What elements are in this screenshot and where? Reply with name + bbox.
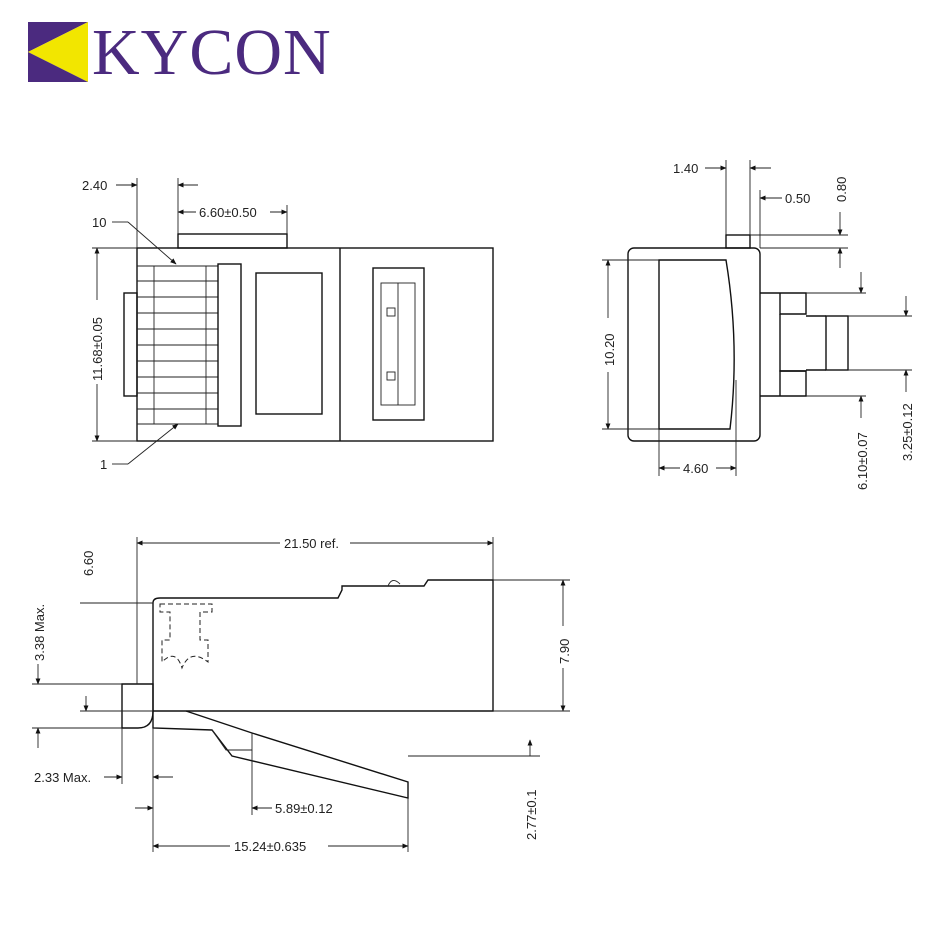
side-view: 21.50 ref. 6.60 3.38 Max. 7.90 2.33 Max.… <box>32 536 572 854</box>
end-dim-6-10: 6.10±0.07 <box>855 432 870 490</box>
side-dim-2-33: 2.33 Max. <box>34 770 91 785</box>
front-dim-6-60: 6.60±0.50 <box>199 205 257 220</box>
end-dim-3-25: 3.25±0.12 <box>900 403 915 461</box>
contact-slots <box>137 265 218 425</box>
side-dim-15-24: 15.24±0.635 <box>234 839 306 854</box>
pin-label-1: 1 <box>100 457 107 472</box>
side-dim-21-50: 21.50 ref. <box>284 536 339 551</box>
end-dim-10-20: 10.20 <box>602 333 617 366</box>
front-view: 2.40 6.60±0.50 11.68±0.05 10 1 <box>82 178 494 472</box>
brand-name: KYCON <box>92 16 332 89</box>
end-dim-0-80: 0.80 <box>834 177 849 202</box>
front-dim-2-40: 2.40 <box>82 178 107 193</box>
side-dim-3-38: 3.38 Max. <box>32 604 47 661</box>
end-dim-4-60: 4.60 <box>683 461 708 476</box>
end-dim-1-40: 1.40 <box>673 161 698 176</box>
end-view: 1.40 0.50 0.80 10.20 4.60 6.10±0.07 3.25… <box>602 160 915 490</box>
kycon-logo-mark <box>28 22 88 82</box>
side-dim-5-89: 5.89±0.12 <box>275 801 333 816</box>
side-dim-7-90: 7.90 <box>557 639 572 664</box>
end-dim-0-50: 0.50 <box>785 191 810 206</box>
pin-label-10: 10 <box>92 215 106 230</box>
side-dim-6-60: 6.60 <box>81 551 96 576</box>
side-dim-2-77: 2.77±0.1 <box>524 789 539 840</box>
front-dim-11-68: 11.68±0.05 <box>90 317 105 381</box>
